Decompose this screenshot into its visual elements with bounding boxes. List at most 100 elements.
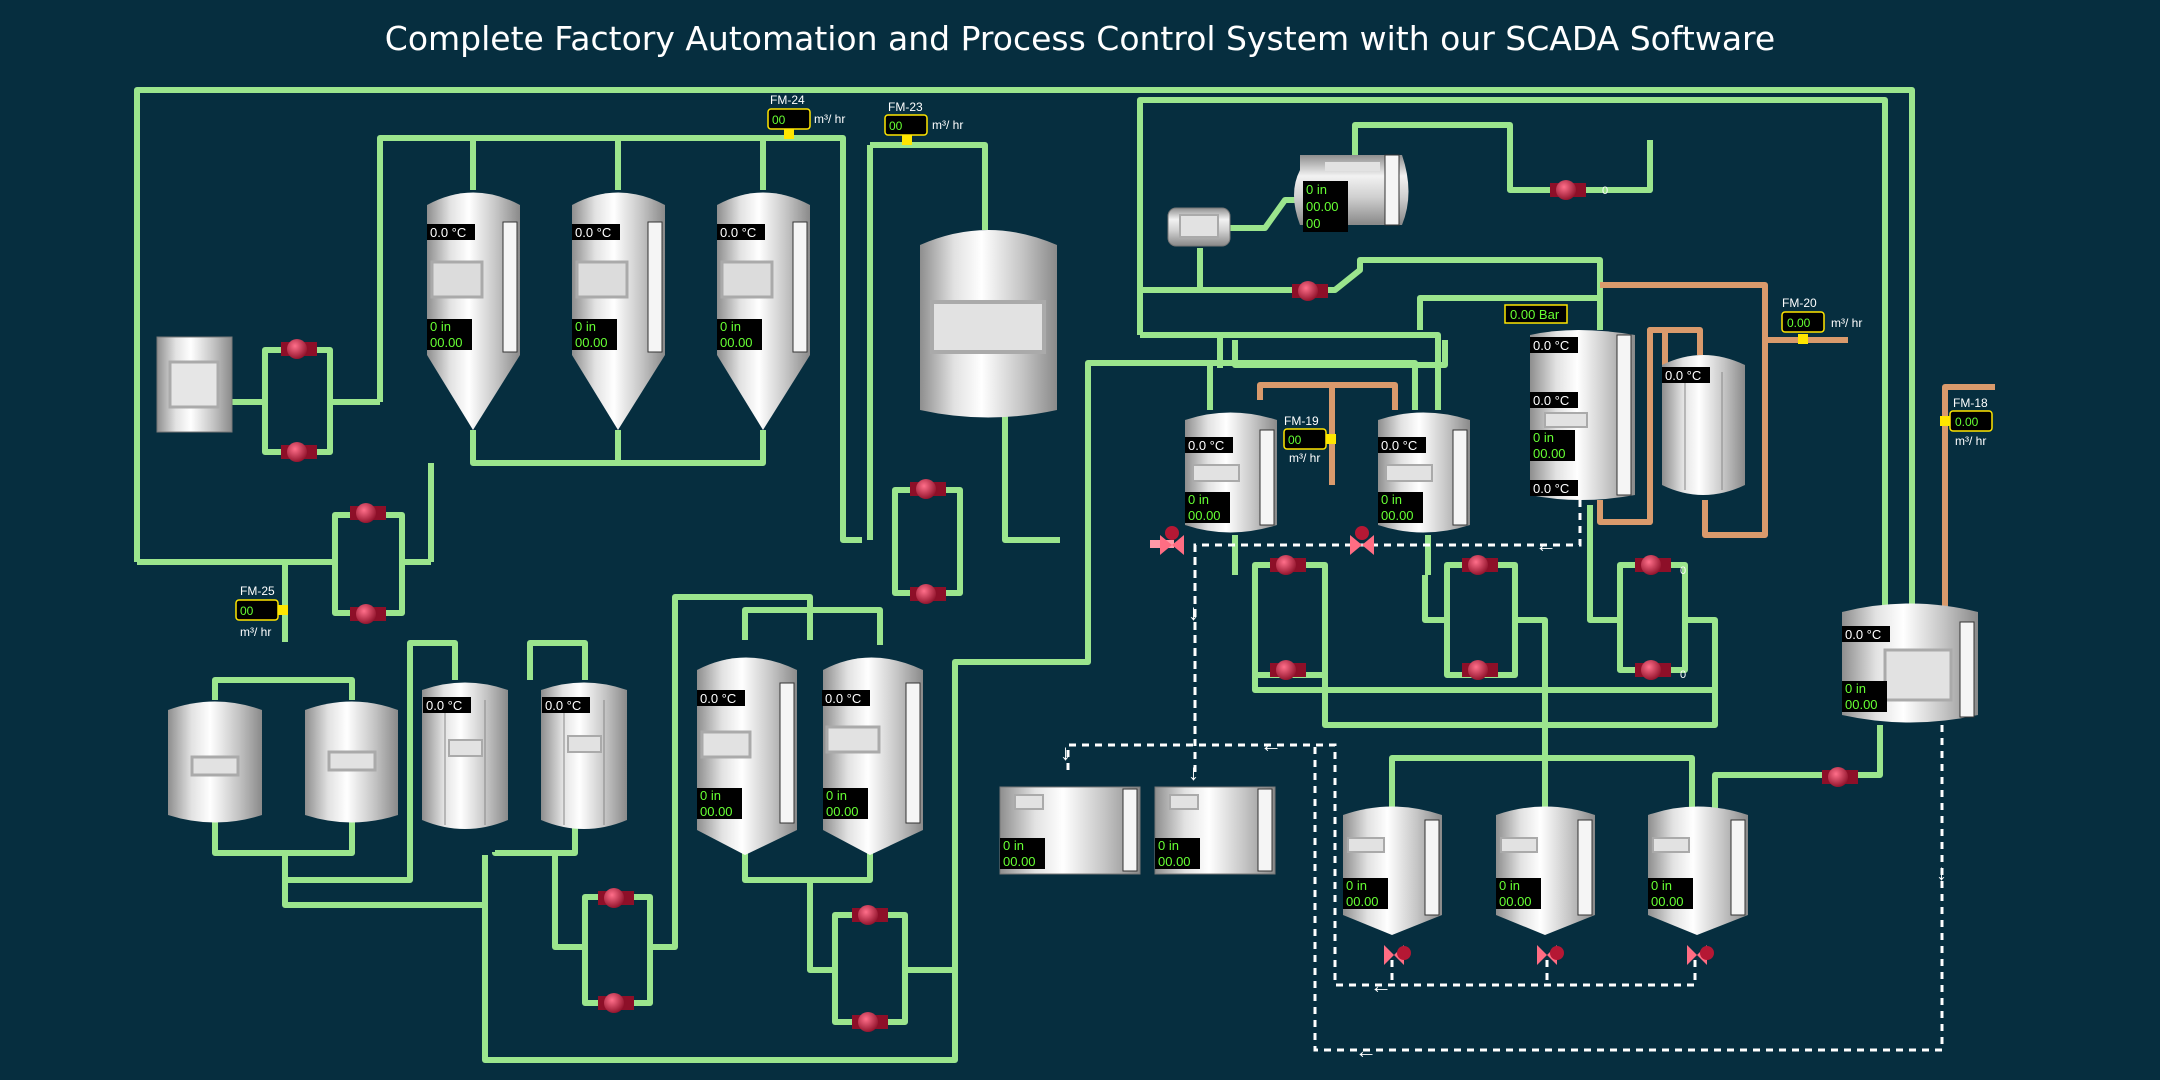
temp-readout: 0.0 °C <box>822 690 870 706</box>
mixing-drum-1[interactable] <box>168 701 262 823</box>
control-valve[interactable] <box>1537 945 1564 965</box>
svg-text:FM-18: FM-18 <box>1953 396 1988 410</box>
discharge-tank-2[interactable] <box>1496 806 1595 936</box>
butterfly-valve[interactable] <box>852 905 888 925</box>
svg-text:m³/ hr: m³/ hr <box>932 118 963 132</box>
flow-meters: FM-24 00 m³/ hr FM-23 00 m³/ hr FM-25 00… <box>235 93 1993 639</box>
storage-tank[interactable] <box>920 230 1057 418</box>
temp-readout: 0.0 °C <box>1842 626 1890 642</box>
butterfly-valve[interactable] <box>1462 660 1498 680</box>
discharge-tank-3[interactable] <box>1648 806 1748 936</box>
temp-readout: 0.0 °C <box>1530 337 1578 353</box>
control-valves <box>1150 526 1714 965</box>
butterfly-valve[interactable] <box>1550 180 1586 200</box>
svg-text:m³/ hr: m³/ hr <box>814 112 845 126</box>
butterfly-valve[interactable] <box>910 479 946 499</box>
butterfly-valve[interactable] <box>1635 555 1671 575</box>
silo-3[interactable] <box>717 192 810 431</box>
butterfly-valve[interactable] <box>852 1012 888 1032</box>
svg-text:↓: ↓ <box>1936 860 1947 885</box>
butterfly-valve[interactable] <box>598 993 634 1013</box>
butterfly-valve[interactable] <box>281 442 317 462</box>
svg-text:00.00: 00.00 <box>1499 894 1532 909</box>
temp-readout: 0.0 °C <box>1378 437 1426 453</box>
silo-1[interactable] <box>427 192 520 431</box>
control-valve[interactable] <box>1687 945 1714 965</box>
conical-tank-1[interactable] <box>697 657 797 856</box>
valve-state: 0 <box>1602 185 1608 197</box>
pipe <box>232 347 380 405</box>
pipe <box>212 820 355 856</box>
svg-text:←: ← <box>1370 973 1392 998</box>
butterfly-valve[interactable] <box>910 584 946 604</box>
discharge-tank-1[interactable] <box>1343 806 1442 936</box>
flow-meter-fm25[interactable]: FM-25 00 m³/ hr <box>235 584 288 639</box>
butterfly-valve[interactable] <box>1292 281 1328 301</box>
pipe <box>1257 382 1398 410</box>
svg-text:FM-20: FM-20 <box>1782 296 1817 310</box>
butterfly-valve[interactable] <box>1270 660 1306 680</box>
mixing-drum-2[interactable] <box>305 701 398 823</box>
svg-text:00: 00 <box>240 604 254 618</box>
pipe <box>212 677 355 700</box>
butterfly-valve[interactable] <box>281 339 317 359</box>
temp-readout: 0.0 °C <box>1662 367 1710 383</box>
butterfly-valve[interactable] <box>1270 555 1306 575</box>
butterfly-valve[interactable] <box>1822 767 1858 787</box>
butterfly-valve[interactable] <box>350 503 386 523</box>
svg-text:00.00: 00.00 <box>1346 894 1379 909</box>
temperature-displays: 0.0 °C 0.0 °C 0.0 °C 0.0 °C 0.0 °C 0.0 °… <box>423 224 1890 713</box>
valve-state: 0 <box>1680 565 1686 577</box>
pipe <box>332 512 405 616</box>
butterfly-valve[interactable] <box>598 888 634 908</box>
butterfly-valve[interactable] <box>350 604 386 624</box>
temp-readout: 0.0 °C <box>423 697 471 713</box>
temp-readout: 0.0 °C <box>542 697 590 713</box>
pump[interactable] <box>1167 207 1231 247</box>
butterfly-valve[interactable] <box>1462 555 1498 575</box>
temp-readout: 0.0 °C <box>697 690 745 706</box>
heat-exchanger[interactable] <box>1662 355 1745 495</box>
svg-text:00: 00 <box>772 113 786 127</box>
fermenter-1[interactable] <box>422 682 508 830</box>
pipe <box>1515 617 1548 725</box>
svg-text:0.0 °C: 0.0 °C <box>1188 438 1224 453</box>
control-valve[interactable] <box>1350 526 1374 555</box>
pipe <box>1587 505 1620 623</box>
flow-arrows: ← ↓ ↓ ↓ ← ← ↓ ← <box>1060 532 1947 1063</box>
pressure-tank[interactable] <box>1530 330 1635 500</box>
pipe <box>1252 620 1715 693</box>
svg-text:m³/ hr: m³/ hr <box>1955 434 1986 448</box>
fermenter-2[interactable] <box>541 682 627 830</box>
pipe <box>1137 97 1888 610</box>
svg-text:0.00: 0.00 <box>1955 415 1979 429</box>
svg-text:0 in: 0 in <box>1381 492 1402 507</box>
pipe <box>1600 282 1768 538</box>
pressure-readout: 0.00 Bar <box>1510 307 1560 322</box>
flow-meter-fm19[interactable]: FM-19 00 m³/ hr <box>1283 414 1336 465</box>
flow-meter-fm23[interactable]: FM-23 00 m³/ hr <box>884 100 963 145</box>
control-valve[interactable] <box>1384 945 1411 965</box>
feed-hopper[interactable] <box>156 336 233 433</box>
svg-text:0 in: 0 in <box>1158 838 1179 853</box>
silo-2[interactable] <box>572 192 665 431</box>
butterfly-valve[interactable] <box>1635 660 1671 680</box>
conical-tank-2[interactable] <box>823 657 923 856</box>
flow-meter-fm24[interactable]: FM-24 00 m³/ hr <box>767 93 845 139</box>
svg-text:0 in: 0 in <box>1533 430 1554 445</box>
pipe <box>1140 332 1441 410</box>
flow-meter-fm20[interactable]: FM-20 0.00 m³/ hr <box>1781 296 1862 344</box>
control-valve[interactable] <box>1150 526 1184 555</box>
flow-meter-fm18[interactable]: FM-18 0.00 m³/ hr <box>1940 396 1993 448</box>
svg-text:0.0 °C: 0.0 °C <box>1533 393 1569 408</box>
pipe <box>1617 562 1688 673</box>
pipe <box>1313 725 1944 1052</box>
